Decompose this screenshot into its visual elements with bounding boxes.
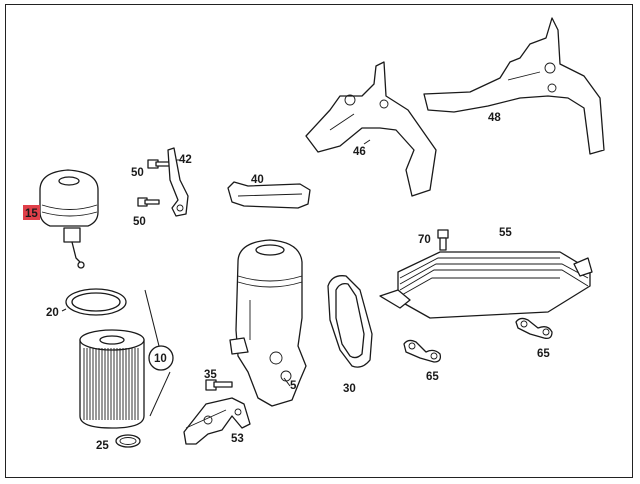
callout-65b[interactable]: 65 — [537, 348, 550, 360]
callout-53[interactable]: 53 — [231, 433, 244, 445]
part-25-seal[interactable] — [115, 434, 141, 448]
part-65-gasket-left[interactable] — [403, 339, 442, 363]
part-65-gasket-right[interactable] — [515, 317, 553, 340]
callout-20[interactable]: 20 — [46, 307, 59, 319]
part-42-bracket[interactable] — [167, 147, 189, 217]
diagram-frame — [5, 4, 633, 478]
callout-15[interactable]: 15 — [25, 208, 38, 220]
callout-10-circle — [148, 345, 174, 371]
callout-50b[interactable]: 50 — [133, 216, 146, 228]
part-35-screw[interactable] — [205, 379, 233, 391]
callout-46[interactable]: 46 — [353, 146, 366, 158]
part-70-bolt[interactable] — [437, 229, 449, 251]
part-30-housing-gasket[interactable] — [327, 275, 373, 368]
callout-48[interactable]: 48 — [488, 112, 501, 124]
part-10-filter-element[interactable] — [79, 329, 145, 429]
part-53-mounting-bracket[interactable] — [183, 397, 251, 445]
callout-5[interactable]: 5 — [290, 380, 297, 392]
callout-70[interactable]: 70 — [418, 234, 431, 246]
part-50-screw-lower[interactable] — [137, 197, 160, 207]
callout-42[interactable]: 42 — [179, 154, 192, 166]
part-5-filter-housing[interactable] — [229, 239, 307, 407]
part-48-bracket[interactable] — [423, 17, 605, 155]
callout-25[interactable]: 25 — [96, 440, 109, 452]
part-55-oil-cooler[interactable] — [379, 251, 593, 319]
callout-10[interactable]: 10 — [154, 353, 167, 365]
callout-55[interactable]: 55 — [499, 227, 512, 239]
callout-35[interactable]: 35 — [204, 369, 217, 381]
part-15-filter-cap[interactable] — [39, 169, 99, 269]
callout-50a[interactable]: 50 — [131, 167, 144, 179]
callout-65a[interactable]: 65 — [426, 371, 439, 383]
part-40-plate[interactable] — [227, 181, 311, 209]
part-46-bracket[interactable] — [305, 61, 437, 197]
part-20-o-ring[interactable] — [65, 288, 127, 316]
callout-15-highlight — [23, 205, 40, 220]
callout-40[interactable]: 40 — [251, 174, 264, 186]
callout-30[interactable]: 30 — [343, 383, 356, 395]
